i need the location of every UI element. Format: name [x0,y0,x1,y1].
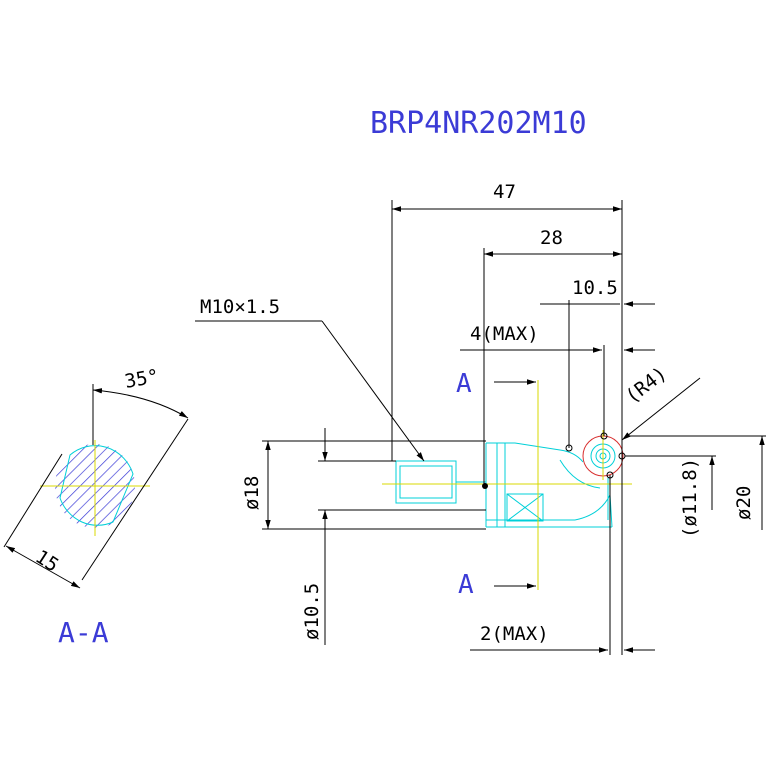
dim-10-5-label: 10.5 [572,277,618,299]
drawing-title: BRP4NR202M10 [370,106,587,141]
marker-circle-2 [600,432,608,440]
dim-10-5-left-label: ø10.5 [301,583,323,640]
angle-dimension-arc [92,388,189,419]
angle-ext-slant [81,418,189,581]
width-label: 15 [31,546,62,577]
dim-20-label: ø20 [733,486,755,520]
dim-47-label: 47 [493,181,516,203]
section-label: A-A [58,616,109,649]
dim-18-label: ø18 [241,476,263,510]
dim-28-label: 28 [540,227,563,249]
section-marker-bottom: A [458,570,474,600]
marker-circle-4 [606,471,614,479]
width-dimension-line [5,545,81,589]
section-outline [59,445,134,526]
thread-rect [395,460,457,504]
section-marker-top: A [456,369,472,399]
angle-label: 35° [123,365,161,393]
head-lower [559,459,601,489]
dim-11-8-label: (ø11.8) [679,458,701,538]
dim-4max-label: 4(MAX) [470,323,539,345]
center-dot [482,483,488,489]
thread-label: M10×1.5 [200,296,280,318]
angle-ext-slant2 [3,453,63,548]
r4-label: (R4) [622,362,672,408]
flat-square [506,493,544,522]
section-a-a-view: 35° 15 A-A [3,365,189,649]
thread-leader-slant [321,320,425,462]
flat-cross2 [506,493,544,522]
rod-end-body [395,442,613,528]
r4-leader [621,377,701,441]
head-right [574,493,613,528]
dim-2max-label: 2(MAX) [480,623,549,645]
neck-top [514,442,584,463]
main-view: A A 47 28 10.5 4(MAX) (R4) [195,181,766,655]
marker-circle-1 [565,444,573,452]
thread-inner [399,465,453,499]
